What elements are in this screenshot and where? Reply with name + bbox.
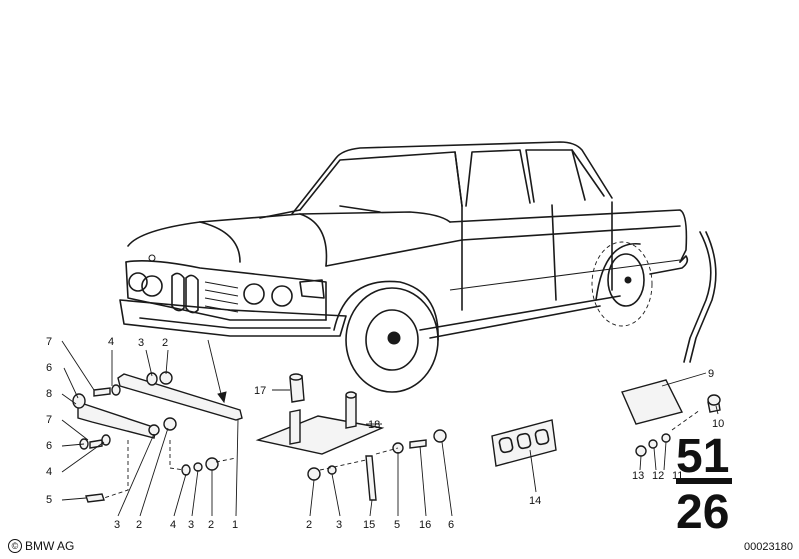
copyright-notice: © BMW AG (8, 539, 74, 553)
callout-3: 3 (114, 519, 120, 531)
callout-6: 6 (46, 440, 52, 452)
callout-labels: 7 4 3 2 6 8 7 6 4 5 3 2 4 3 2 1 17 18 2 … (46, 336, 724, 531)
center-parts-cluster (255, 373, 447, 501)
callout-2: 2 (136, 519, 142, 531)
callout-6: 6 (46, 362, 52, 374)
callout-3: 3 (138, 337, 144, 349)
copyright-icon: © (8, 539, 22, 553)
callout-13: 13 (632, 470, 644, 482)
callout-12: 12 (652, 470, 664, 482)
leader-lines (61, 340, 719, 517)
callout-2: 2 (208, 519, 214, 531)
group-number-divider (676, 478, 732, 484)
callout-4: 4 (46, 466, 52, 478)
callout-10: 10 (712, 418, 724, 430)
copyright-text: BMW AG (25, 539, 75, 553)
callout-18: 18 (368, 419, 380, 431)
callout-17: 17 (254, 385, 266, 397)
callout-7: 7 (46, 414, 52, 426)
car-illustration (119, 141, 689, 393)
callout-3: 3 (336, 519, 342, 531)
callout-7: 7 (46, 336, 52, 348)
callout-2: 2 (162, 337, 168, 349)
left-parts-cluster (72, 339, 243, 503)
right-parts-cluster (621, 231, 721, 457)
callout-9: 9 (708, 368, 714, 380)
callout-4: 5 (394, 519, 400, 531)
callout-1: 1 (232, 519, 238, 531)
callout-8: 8 (46, 388, 52, 400)
callout-16: 16 (419, 519, 431, 531)
callout-11: 11 (672, 470, 683, 482)
group-number-top: 51 (676, 430, 729, 483)
group-number: 51 26 (676, 430, 732, 539)
callout-2: 2 (306, 519, 312, 531)
group-number-bottom: 26 (676, 486, 729, 539)
callout-15: 15 (363, 519, 375, 531)
callout-5: 5 (46, 494, 52, 506)
callout-4: 4 (170, 519, 176, 531)
callout-14: 14 (529, 495, 541, 507)
callout-4: 4 (108, 336, 114, 348)
callout-6: 6 (448, 519, 454, 531)
callout-3: 3 (188, 519, 194, 531)
image-id: 00023180 (744, 541, 793, 553)
gasket-part (491, 419, 557, 467)
